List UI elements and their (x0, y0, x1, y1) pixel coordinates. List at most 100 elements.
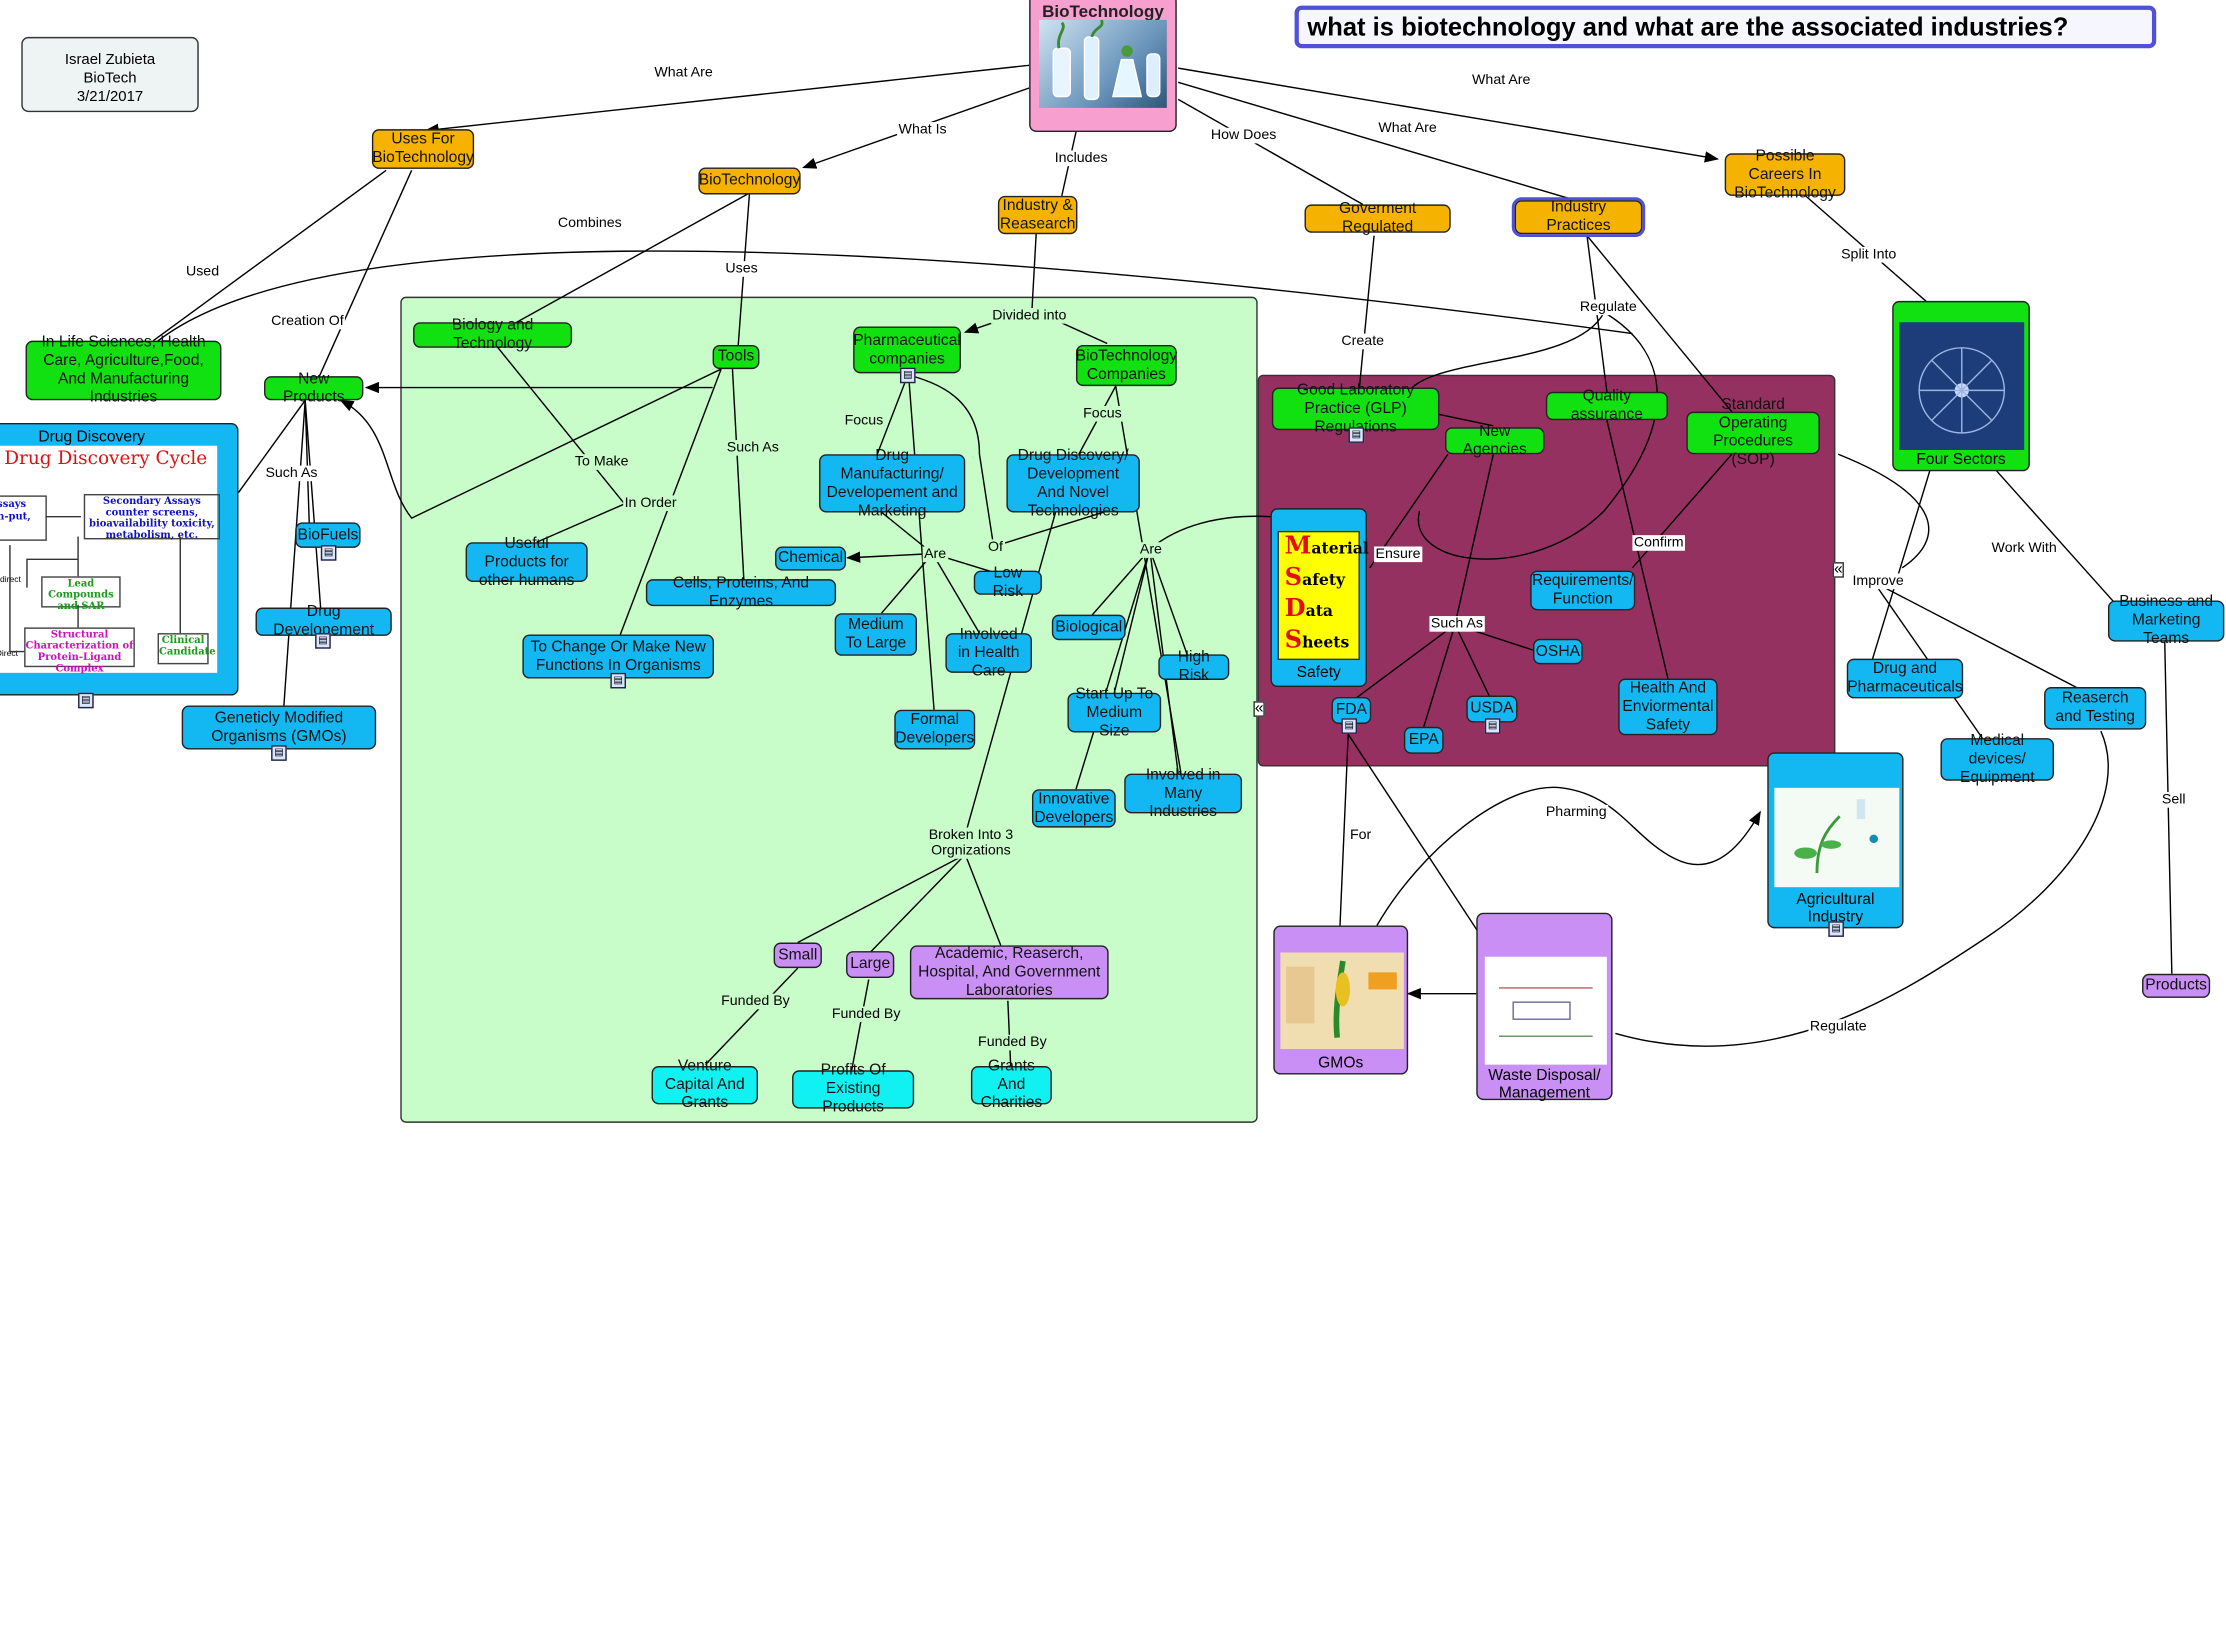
quality-assurance-node[interactable]: Quality assurance (1545, 388, 1668, 423)
pharmaceutical-companies-node[interactable]: Pharmaceutical companies (853, 326, 962, 374)
industry-research-node[interactable]: Industry & Reasearch (997, 195, 1078, 235)
requirements-node[interactable]: Requirements/ Function (1530, 570, 1636, 611)
agricultural-industry-node[interactable]: Agricultural Industry ▤ (1767, 752, 1904, 937)
link-label: Used (184, 264, 221, 280)
biofuels-node[interactable]: BioFuels (295, 522, 361, 548)
startup-medium-node[interactable]: Start Up To Medium Size (1067, 685, 1162, 739)
resource-icon[interactable]: ▤ (610, 672, 626, 689)
link-label: Such As (1429, 616, 1485, 632)
root-title: BioTechnology (1042, 1, 1164, 22)
useful-products-node[interactable]: Useful Products for other humans (465, 534, 588, 588)
academic-labs-node[interactable]: Academic, Reaserch, Hospital, And Govern… (909, 945, 1109, 1000)
link-label: Work With (1990, 540, 2059, 557)
new-products-node[interactable]: New Products (264, 370, 364, 405)
possible-careers-node[interactable]: Possible Careers In BioTechnology (1724, 147, 1846, 201)
link-label: What Are (652, 65, 715, 81)
secondary-assays-sub: counter screens, bioavailability toxicit… (89, 505, 215, 541)
drug-discovery-development-node[interactable]: Drug Discovery/ Development And Novel Te… (1006, 446, 1140, 519)
tools-node[interactable]: Tools (712, 344, 760, 370)
drug-discovery-node[interactable]: Drug Discovery Drug Discovery Cycle ssay… (0, 423, 239, 709)
gmos-caption: GMOs (1318, 1054, 1364, 1072)
lead-compounds-box: Lead Compounds and SAR (41, 576, 121, 611)
link-label: Broken Into 3 Orgnizations (925, 827, 1017, 859)
business-marketing-node[interactable]: Business and Marketing Teams (2107, 593, 2225, 647)
osha-node[interactable]: OSHA (1533, 638, 1583, 665)
uses-for-biotech-node[interactable]: Uses For BioTechnology (371, 129, 475, 169)
four-sectors-node[interactable]: Four Sectors (1892, 300, 2030, 472)
resource-icon[interactable]: ▤ (78, 692, 94, 709)
author-info-box: Israel Zubieta BioTech 3/21/2017 (21, 36, 199, 113)
assay-text-a: ssays (0, 496, 27, 510)
venture-capital-node[interactable]: Venture Capital And Grants (651, 1058, 759, 1111)
biology-technology-node[interactable]: Biology and Technology (413, 317, 573, 352)
link-label: Funded By (830, 1006, 902, 1023)
link-label: Funded By (719, 993, 792, 1010)
sector-wheel-icon (1918, 347, 2006, 434)
small-node[interactable]: Small (773, 942, 822, 969)
gmos-node[interactable]: Geneticly Modified Organisms (GMOs) (181, 705, 377, 750)
corn-icon (1286, 960, 1397, 1038)
innovative-developers-node[interactable]: Innovative Developers (1031, 789, 1116, 828)
medical-devices-node[interactable]: Medical devices/ Equipment (1940, 732, 2055, 786)
health-env-safety-node[interactable]: Health And Enviormental Safety (1618, 678, 1718, 736)
waste-disposal-node[interactable]: Waste Disposal/ Management (1476, 912, 1613, 1102)
agri-caption: Agricultural Industry (1796, 891, 1875, 926)
biological-node[interactable]: Biological (1051, 614, 1126, 641)
resource-icon[interactable]: ▤ (271, 745, 287, 761)
chemical-node[interactable]: Chemical (775, 546, 847, 571)
life-sciences-node[interactable]: In Life Sciences, Health Care, Agricultu… (25, 334, 222, 406)
high-risk-node[interactable]: High Risk (1158, 649, 1230, 684)
formal-developers-node[interactable]: Formal Developers (894, 709, 976, 750)
secondary-assays-label: Secondary Assays (102, 493, 201, 507)
link-label: Combines (556, 215, 624, 232)
author-name: Israel Zubieta (64, 51, 156, 69)
resource-icon[interactable]: ▤ (320, 545, 337, 561)
link-label: To Make (573, 454, 630, 470)
link-label: Uses (723, 261, 760, 277)
medium-large-node[interactable]: Medium To Large (834, 613, 917, 656)
large-node[interactable]: Large (846, 951, 895, 979)
cells-proteins-node[interactable]: Cells, Proteins, And Enzymes (645, 574, 837, 610)
resource-icon[interactable]: ▤ (1341, 718, 1358, 734)
resource-icon[interactable]: ▤ (1348, 427, 1365, 443)
usda-node[interactable]: USDA (1466, 695, 1518, 723)
health-care-node[interactable]: Involved in Health Care (945, 625, 1032, 679)
resource-icon[interactable]: ▤ (899, 367, 916, 384)
drug-development-node[interactable]: Drug Developement (255, 603, 392, 639)
drug-pharmaceuticals-node[interactable]: Drug and Pharmaceuticals (1846, 658, 1964, 699)
link-label: Focus (1081, 405, 1124, 422)
products-node[interactable]: Products (2142, 973, 2211, 998)
link-label: Creation Of (269, 313, 346, 330)
low-risk-node[interactable]: Low Risk (973, 564, 1042, 600)
epa-node[interactable]: EPA (1403, 726, 1444, 754)
link-label: What Is (897, 122, 949, 138)
resource-icon[interactable]: ▤ (1828, 921, 1844, 937)
drug-manufacturing-node[interactable]: Drug Manufacturing/ Developement and Mar… (819, 446, 966, 519)
grants-node[interactable]: Grants And Charities (970, 1058, 1052, 1111)
root-biotechnology-node[interactable]: BioTechnology (1029, 0, 1177, 133)
date-text: 3/21/2017 (76, 88, 144, 106)
safety-msds-node[interactable]: Material Safety Data Sheets Safety (1270, 508, 1369, 688)
resource-icon[interactable]: ▤ (1484, 718, 1501, 734)
link-label: Are (1138, 542, 1164, 558)
industry-practices-node[interactable]: Industry Practices (1511, 197, 1646, 238)
research-testing-node[interactable]: Reaserch and Testing (2044, 687, 2147, 730)
glp-regulations-node[interactable]: Good Laboratory Practice (GLP) Regulatio… (1271, 381, 1440, 435)
sop-node[interactable]: Standard Operating Procedures (SOP) (1686, 396, 1820, 468)
new-agencies-node[interactable]: New Agencies (1445, 422, 1545, 458)
link-label: Pharming (1544, 804, 1609, 821)
biotech-companies-node[interactable]: BioTechnology Companies (1076, 344, 1177, 387)
link-label: For (1348, 827, 1373, 844)
to-change-node[interactable]: To Change Or Make New Functions In Organ… (522, 634, 715, 679)
resource-icon[interactable]: ▤ (315, 633, 331, 649)
government-regulated-node[interactable]: Goverment Regulated (1304, 200, 1451, 236)
collapse-left-icon[interactable]: « (1253, 699, 1265, 717)
link-label: Split Into (1839, 246, 1898, 263)
many-industries-node[interactable]: Involved in Many Industries (1124, 766, 1243, 820)
profits-node[interactable]: Profits Of Existing Products (792, 1062, 915, 1116)
link-label: Divided into (990, 308, 1068, 324)
biotechnology-node[interactable]: BioTechnology (698, 167, 801, 195)
gmos-image-node[interactable]: GMOs (1273, 925, 1409, 1075)
collapse-right-icon[interactable]: « (1832, 560, 1845, 578)
